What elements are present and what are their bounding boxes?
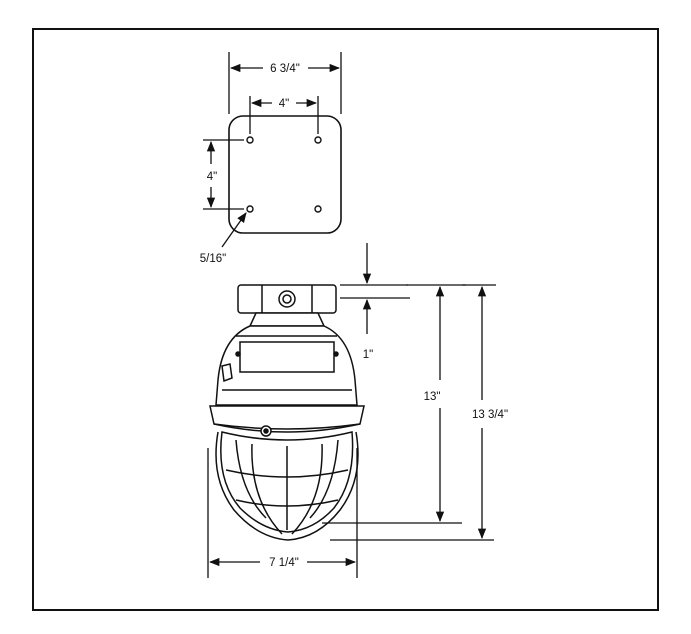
label-overall-height: 13 3/4" <box>472 409 508 421</box>
dimension-fixture-width <box>207 448 358 578</box>
dimension-hole-spacing-vertical <box>203 139 244 210</box>
mounting-hole <box>246 136 254 144</box>
label-hole-diameter: 5/16" <box>200 253 226 265</box>
dimension-fixture-height <box>322 284 466 524</box>
drawing-border <box>32 28 659 611</box>
dimension-hole-spacing-horizontal <box>249 96 319 134</box>
label-hole-spacing-vertical: 4" <box>207 171 217 183</box>
label-box-height: 1" <box>363 349 373 361</box>
mounting-plate <box>228 115 342 234</box>
label-fixture-height: 13" <box>424 391 441 403</box>
label-fixture-width: 7 1/4" <box>269 557 299 569</box>
dimension-box-height <box>340 243 410 334</box>
light-fixture <box>209 284 365 541</box>
mounting-hole <box>314 136 322 144</box>
label-hole-spacing-horizontal: 4" <box>279 98 289 110</box>
dimension-plate-width <box>228 52 342 114</box>
hole-diameter-leader <box>221 212 247 248</box>
mounting-hole <box>314 205 322 213</box>
label-plate-width: 6 3/4" <box>270 63 300 75</box>
mounting-hole <box>246 205 254 213</box>
